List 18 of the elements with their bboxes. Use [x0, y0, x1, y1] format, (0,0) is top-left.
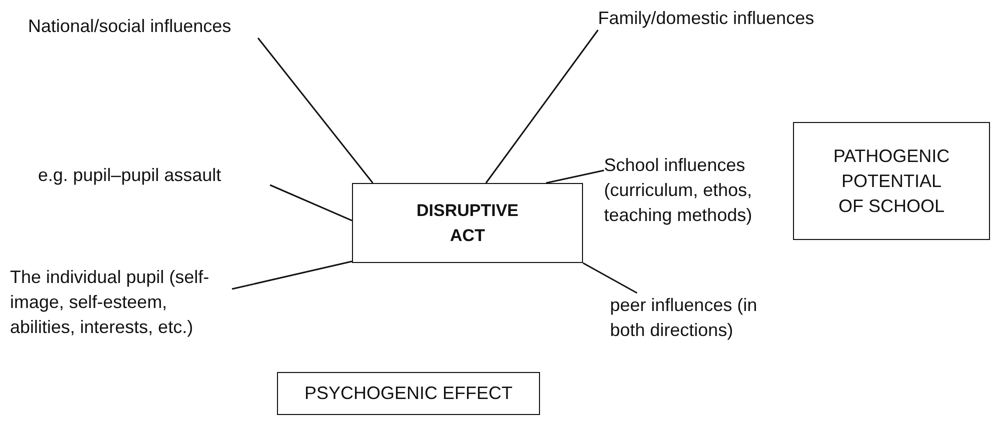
influence-text: e.g. pupil–pupil assault — [38, 165, 222, 185]
box-label: PSYCHOGENIC EFFECT — [304, 382, 513, 405]
outcome-box — [793, 122, 990, 240]
outcome-box — [277, 372, 540, 415]
connector-line — [257, 38, 374, 184]
box-label: PATHOGENIC POTENTIAL OF SCHOOL — [832, 144, 951, 218]
connector-line — [582, 262, 638, 294]
influence-text: Family/domestic influences — [598, 8, 814, 28]
connector-line — [546, 170, 604, 184]
box-label: DISRUPTIVE ACT — [415, 200, 520, 247]
influence-text: The individual pupil (self-image, self-esteem, abilities, interests, etc.) — [10, 267, 210, 337]
connector-line — [270, 184, 352, 222]
process-box — [352, 183, 583, 263]
influence-text: National/social influences — [28, 16, 232, 36]
connector-line — [232, 260, 352, 290]
influence-text: peer influences (in both directions) — [610, 295, 758, 340]
connector-line — [485, 30, 599, 184]
influence-text: School influences (curriculum, ethos, teaching methods) — [604, 155, 752, 225]
